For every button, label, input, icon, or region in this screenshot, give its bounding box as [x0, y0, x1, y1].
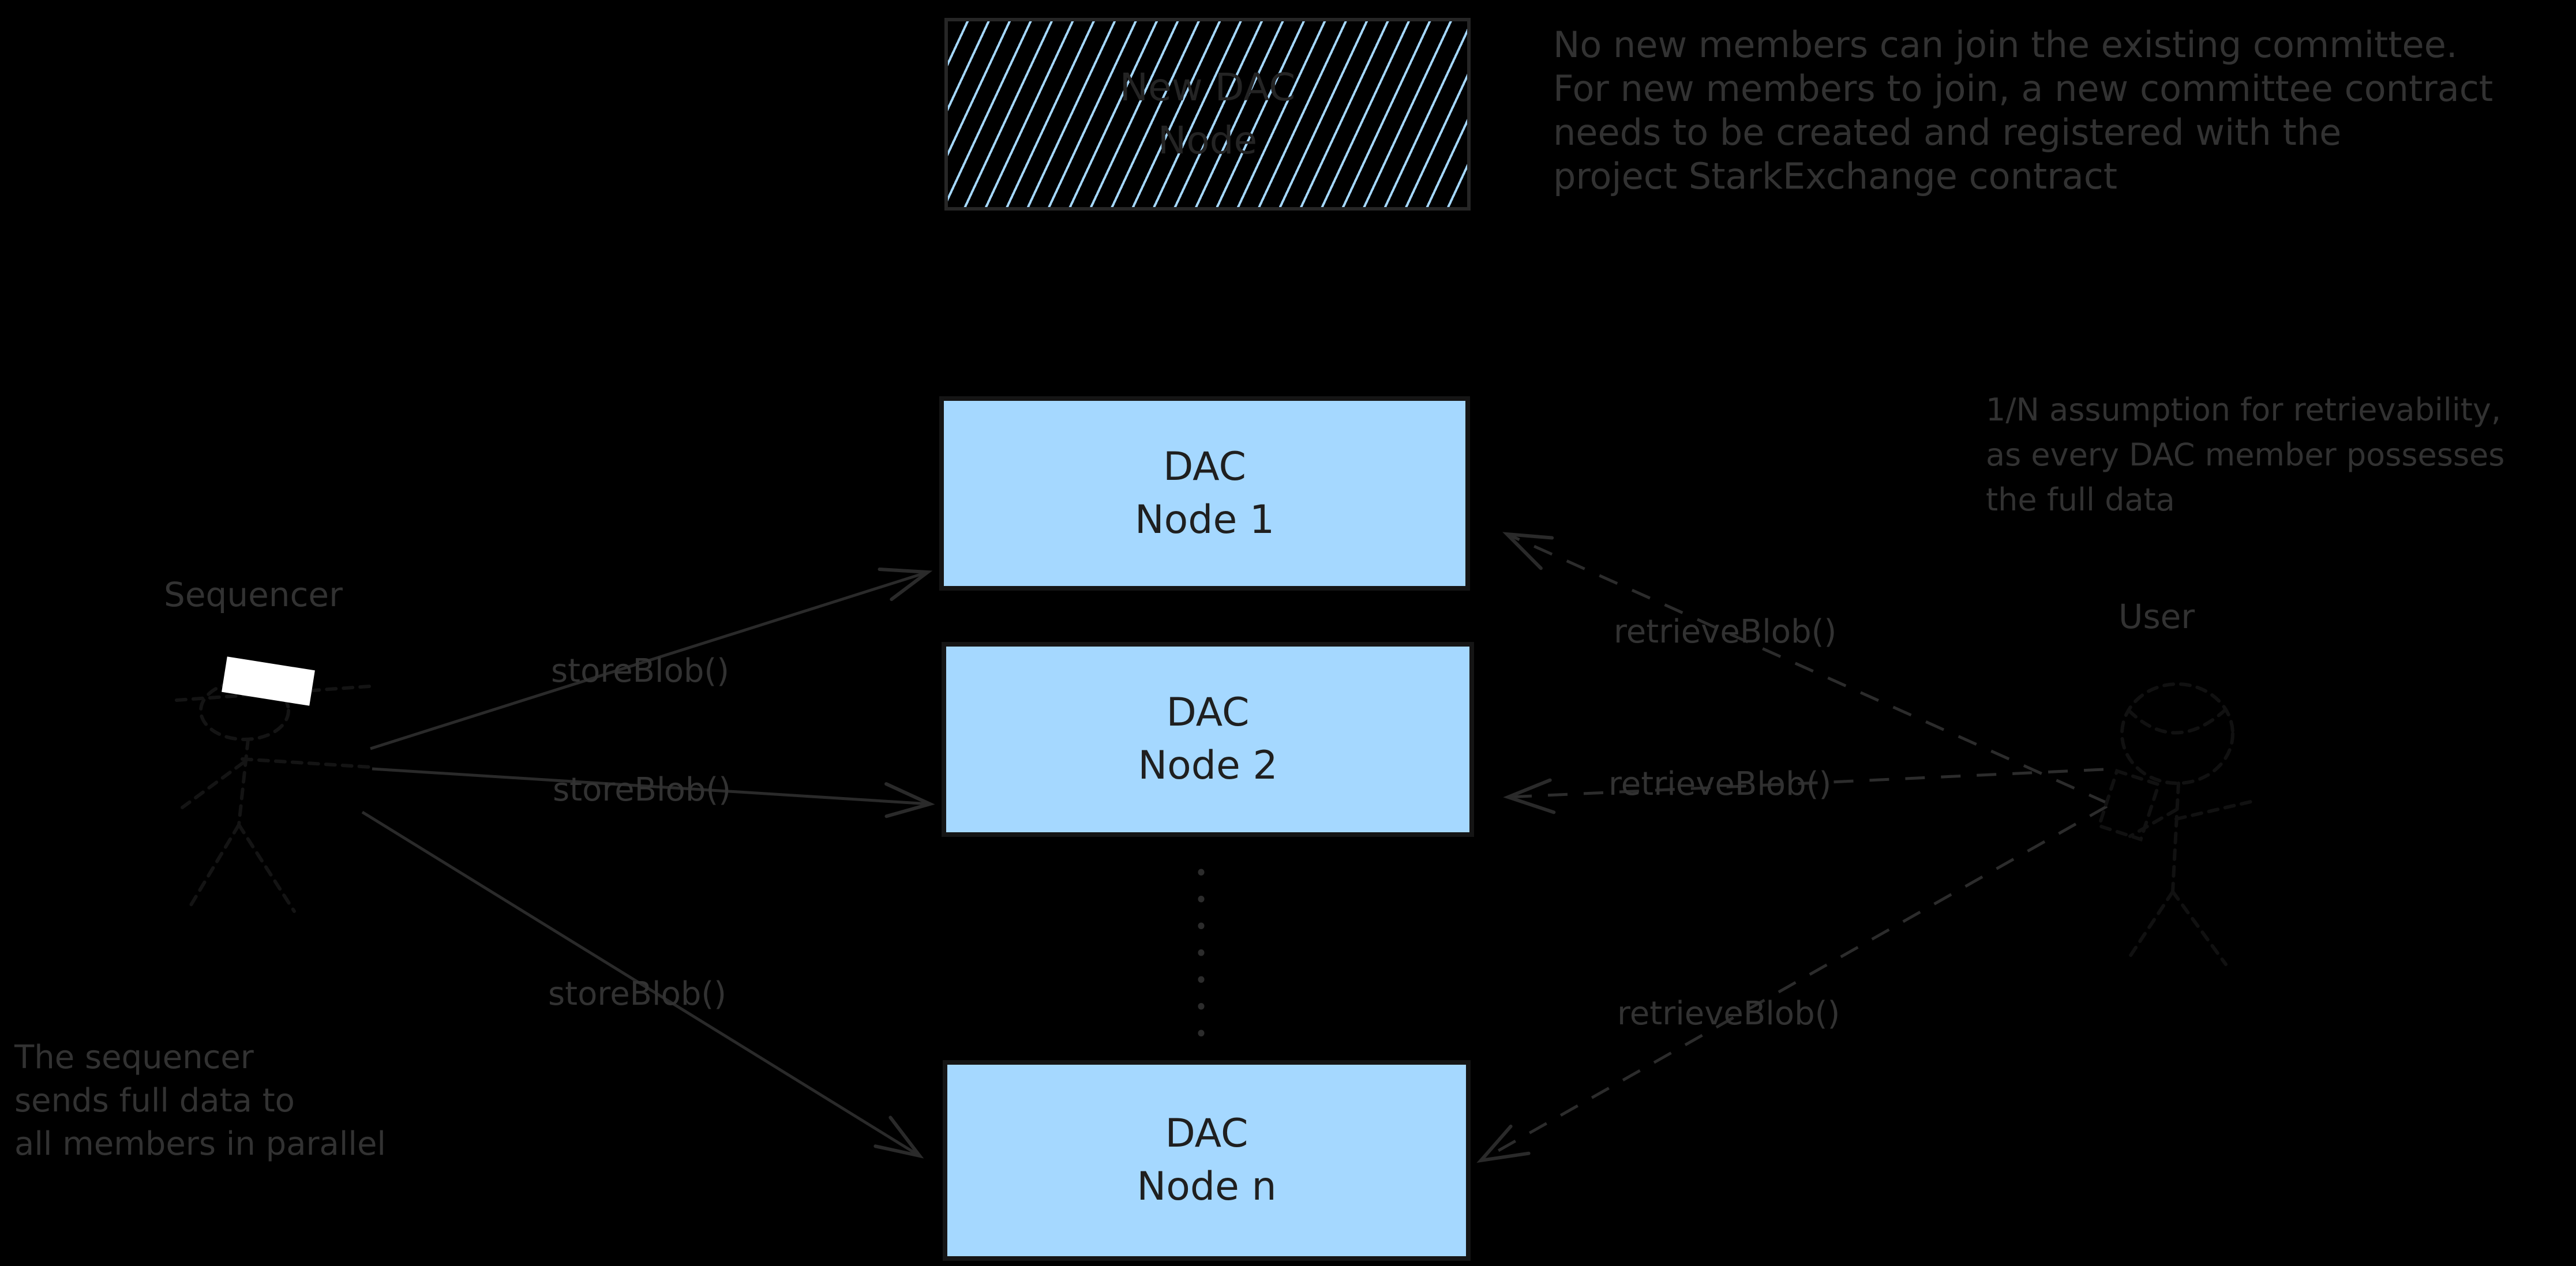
sequencer-body: [237, 738, 250, 827]
dac-node-n-box: DAC Node n: [943, 1060, 1471, 1261]
dac-node-1-label-line1: DAC: [1163, 444, 1246, 490]
retrieve-blob-arrow-2: [1503, 768, 2104, 814]
user-label: User: [2118, 597, 2195, 636]
sequencer-right-leg: [237, 823, 296, 913]
user-phone: [2097, 768, 2161, 842]
dac-node-n-label-line1: DAC: [1165, 1111, 1248, 1156]
store-blob-arrow-1: [370, 567, 933, 750]
retrieve-blob-label-3: retrieveBlob(): [1617, 995, 1840, 1032]
store-blob-label-2: storeBlob(): [553, 771, 732, 809]
sequencer-left-leg: [188, 823, 241, 910]
sequencer-left-arm: [181, 761, 245, 809]
parallel-note-line: sends full data to: [14, 1082, 295, 1120]
user-stick-figure: [2097, 682, 2258, 966]
retrievability-note-line: 1/N assumption for retrievability,: [1986, 392, 2502, 428]
retrievability-note: 1/N assumption for retrievability, as ev…: [1986, 388, 2504, 523]
store-blob-arrow-3: [361, 810, 924, 1159]
sequencer-hat-brim: [175, 685, 371, 702]
store-blob-label-1: storeBlob(): [551, 652, 730, 690]
sequencer-paper: [222, 656, 315, 706]
committee-note-line: project StarkExchange contract: [1553, 155, 2118, 197]
committee-note: No new members can join the existing com…: [1553, 23, 2493, 198]
dac-node-n-label-line2: Node n: [1137, 1164, 1277, 1209]
dac-node-1-label-line2: Node 1: [1134, 497, 1275, 543]
user-left-arm: [2128, 808, 2178, 838]
new-dac-node-label-line1: New DAC: [1119, 65, 1296, 110]
new-dac-node-box: New DAC Node: [944, 18, 1471, 211]
sequencer-label: Sequencer: [164, 575, 343, 614]
committee-note-line: No new members can join the existing com…: [1553, 24, 2458, 66]
retrieve-blob-arrow-3: [1476, 805, 2108, 1163]
dac-node-2-box: DAC Node 2: [942, 642, 1474, 837]
parallel-note-line: The sequencer: [14, 1039, 254, 1076]
user-face-line: [2127, 708, 2228, 735]
committee-note-line: needs to be created and registered with …: [1553, 111, 2342, 153]
new-dac-node-label-line2: Node: [1157, 118, 1258, 163]
user-right-arm: [2174, 799, 2258, 821]
dac-node-2-label-line1: DAC: [1166, 690, 1250, 735]
retrievability-note-line: as every DAC member possesses: [1986, 437, 2505, 473]
parallel-note: The sequencer sends full data to all mem…: [14, 1036, 386, 1166]
retrieve-blob-label-2: retrieveBlob(): [1608, 765, 1832, 803]
retrievability-note-line: the full data: [1986, 482, 2175, 518]
user-left-leg: [2128, 890, 2174, 958]
sequencer-right-arm: [241, 757, 372, 769]
user-right-leg: [2171, 890, 2228, 966]
dac-node-2-label-line2: Node 2: [1138, 743, 1278, 788]
retrieve-blob-arrow-1: [1502, 532, 2108, 805]
dac-node-1-box: DAC Node 1: [939, 396, 1470, 591]
store-blob-label-3: storeBlob(): [548, 975, 727, 1013]
parallel-note-line: all members in parallel: [14, 1125, 386, 1163]
sequencer-stick-figure: [175, 680, 372, 913]
retrieve-blob-label-1: retrieveBlob(): [1614, 613, 1837, 651]
store-blob-arrow-2: [372, 767, 935, 818]
user-body: [2171, 782, 2180, 893]
committee-note-line: For new members to join, a new committee…: [1553, 67, 2493, 110]
